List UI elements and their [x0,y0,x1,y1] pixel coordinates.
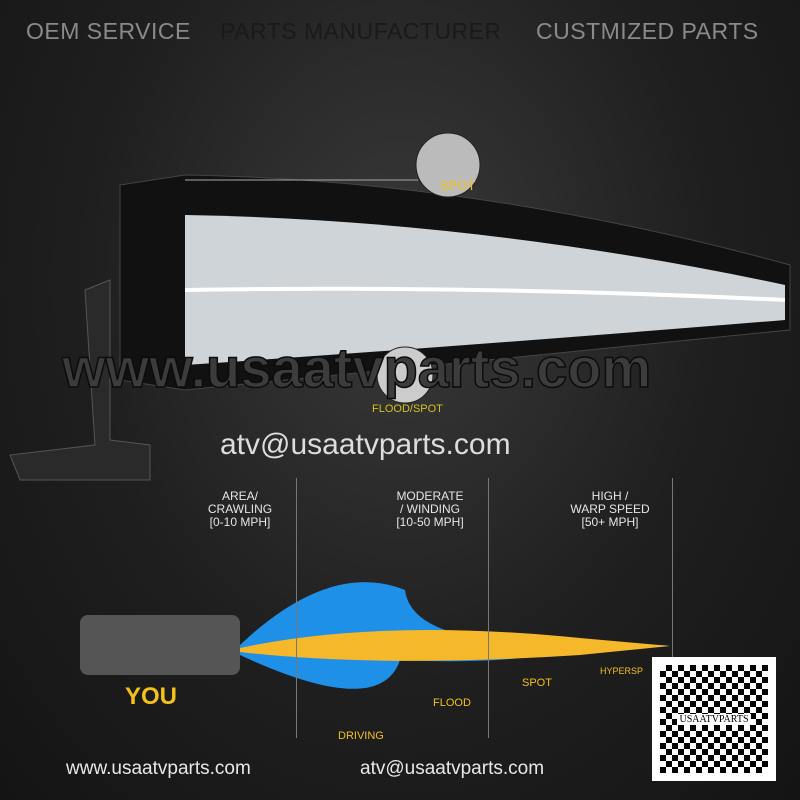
header-parts-manufacturer: PARTS MANUFACTURER [220,18,502,44]
header-customized-parts: CUSTMIZED PARTS [536,18,759,44]
label-hyperspot: HYPERSP [600,666,644,676]
flood-spot-lens-detail [376,346,434,404]
label-flood-spot: FLOOD/SPOT [372,403,443,415]
watermark-email: atv@usaatvparts.com [220,428,511,461]
label-flood: FLOOD [433,697,471,709]
beam-yellow [240,630,670,661]
watermark-site: www.usaatvparts.com [61,336,652,399]
label-spot: SPOT [522,677,552,689]
vehicle [80,615,240,675]
label-you: YOU [125,683,178,710]
label-driving: DRIVING [338,730,384,742]
spot-lens-detail [415,132,481,198]
zone-high-warp: HIGH / WARP SPEED[50+ MPH] [570,489,650,529]
footer-email: atv@usaatvparts.com [360,758,545,779]
qr-text: USAATVPARTS [677,713,751,725]
header-oem-service: OEM SERVICE [26,18,191,44]
zone-moderate-winding: MODERATE / WINDING[10-50 MPH] [396,489,464,529]
qr-code: USAATVPARTS [652,657,776,781]
mount-bracket [9,279,151,481]
footer-site: www.usaatvparts.com [66,758,251,779]
label-spot-top: SPOT [440,178,476,193]
zone-area-crawling: AREA/ CRAWLING[0-10 MPH] [207,489,273,529]
